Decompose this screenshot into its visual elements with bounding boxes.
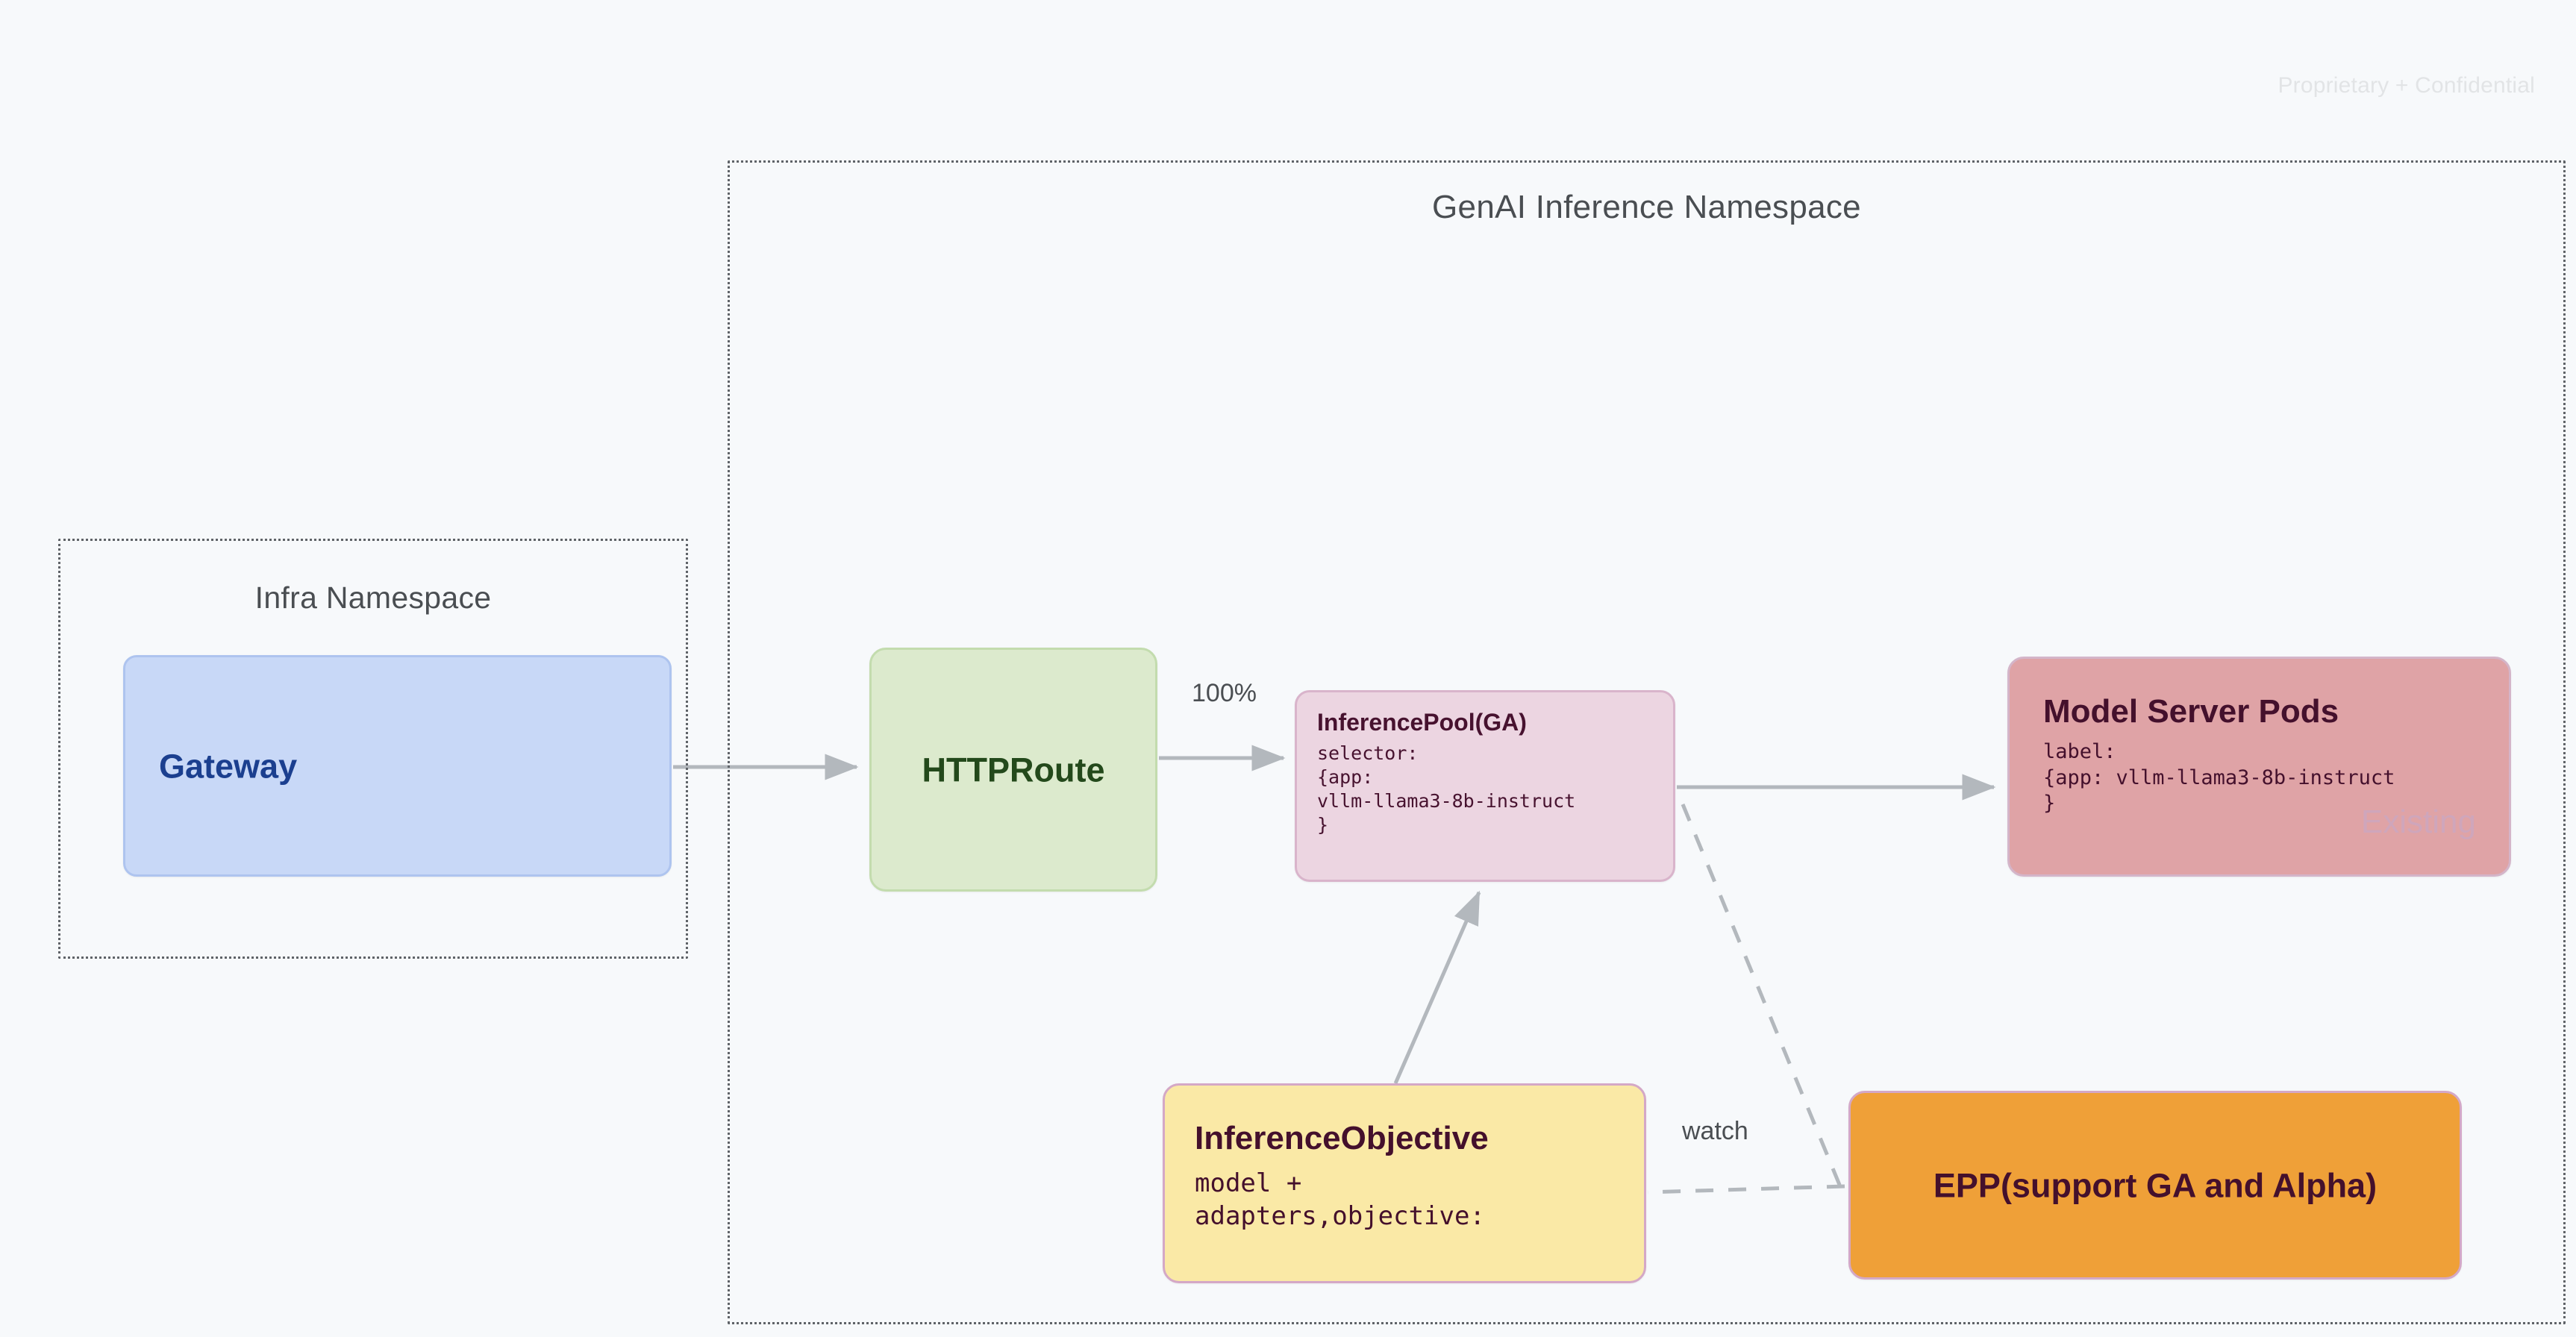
- confidential-notice: Proprietary + Confidential: [2278, 73, 2535, 98]
- node-inference-objective-title: InferenceObjective: [1195, 1120, 1489, 1156]
- edge-label-traffic-weight: 100%: [1192, 679, 1257, 707]
- node-gateway[interactable]: Gateway: [123, 655, 672, 877]
- edge-label-watch: watch: [1682, 1117, 1748, 1145]
- node-inferencepool[interactable]: InferencePool(GA) selector: {app: vllm-l…: [1295, 690, 1675, 882]
- node-model-server-pods-title: Model Server Pods: [2043, 693, 2339, 730]
- node-model-server-pods-body: label: {app: vllm-llama3-8b-instruct }: [2043, 740, 2395, 815]
- namespace-genai: GenAI Inference Namespace: [728, 160, 2566, 1324]
- node-model-server-pods-existing-watermark: Existing: [2360, 804, 2476, 840]
- node-inference-objective-body: model + adapters,objective:: [1195, 1168, 1485, 1231]
- node-gateway-title: Gateway: [159, 746, 298, 785]
- node-httproute-title: HTTPRoute: [922, 750, 1105, 789]
- namespace-genai-title: GenAI Inference Namespace: [1432, 189, 1861, 225]
- node-inferencepool-title: InferencePool(GA): [1317, 709, 1527, 736]
- node-httproute[interactable]: HTTPRoute: [869, 648, 1157, 892]
- node-epp-title: EPP(support GA and Alpha): [1933, 1165, 2378, 1204]
- namespace-infra-title: Infra Namespace: [254, 580, 492, 615]
- node-epp[interactable]: EPP(support GA and Alpha): [1848, 1091, 2462, 1280]
- node-model-server-pods[interactable]: Model Server Pods label: {app: vllm-llam…: [2007, 657, 2511, 877]
- node-inferencepool-body: selector: {app: vllm-llama3-8b-instruct …: [1317, 742, 1576, 836]
- namespace-infra: Infra Namespace: [58, 539, 688, 959]
- node-inference-objective[interactable]: InferenceObjective model + adapters,obje…: [1163, 1083, 1646, 1283]
